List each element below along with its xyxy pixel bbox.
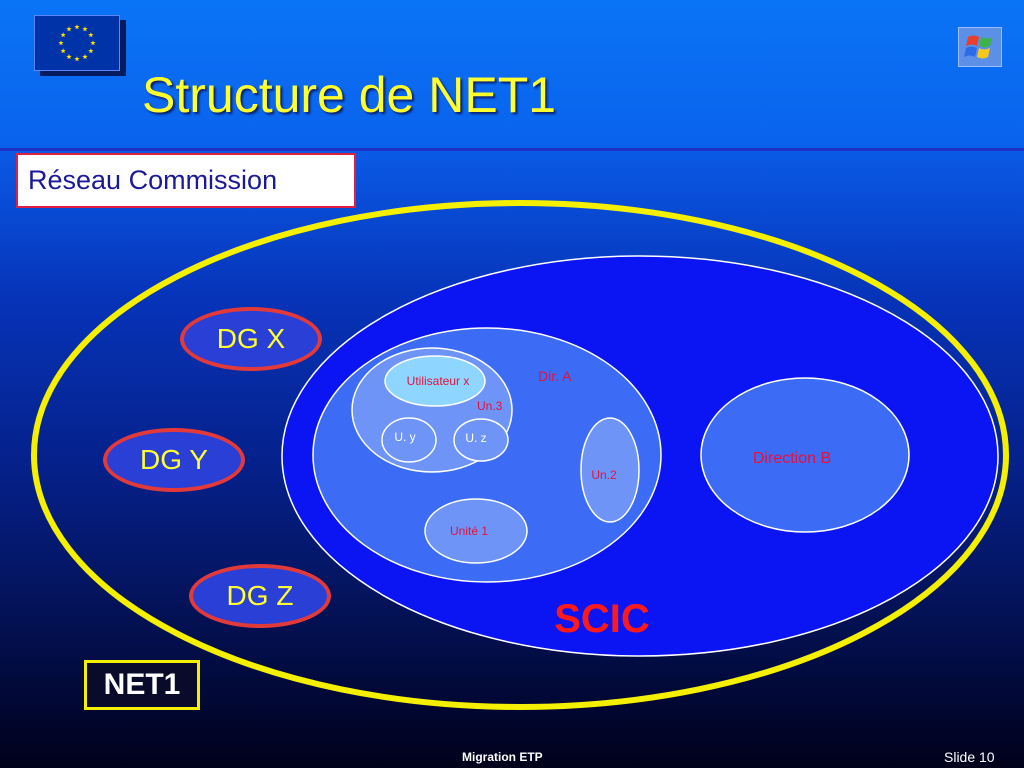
u-z-label: U. z (465, 431, 486, 445)
header-band (0, 0, 1024, 148)
footer-presentation-title: Migration ETP (462, 750, 543, 764)
utilisateur-x-label: Utilisateur x (407, 374, 470, 388)
scic-label: SCIC (554, 597, 650, 641)
eu-star-icon (60, 48, 66, 54)
windows-flag-graphic (964, 35, 992, 59)
u-y-ellipse (381, 417, 437, 463)
eu-star-icon (82, 26, 88, 32)
eu-flag-icon (34, 15, 120, 71)
eu-star-icon (90, 40, 96, 46)
windows-logo-icon (958, 27, 1002, 67)
eu-star-icon (88, 48, 94, 54)
reseau-commission-box: Réseau Commission (16, 153, 356, 208)
u-y-label: U. y (394, 430, 415, 444)
unite-1-label: Unité 1 (450, 524, 488, 538)
u-z-ellipse (453, 418, 509, 462)
net1-box: NET1 (84, 660, 200, 710)
eu-star-icon (88, 32, 94, 38)
direction-b-ellipse (700, 377, 910, 533)
dg-z-ellipse: DG Z (189, 564, 331, 628)
net1-outer-ring (31, 200, 1009, 710)
eu-star-icon (66, 26, 72, 32)
eu-star-icon (60, 32, 66, 38)
eu-star-icon (74, 24, 80, 30)
eu-star-icon (74, 56, 80, 62)
utilisateur-x-ellipse (384, 355, 486, 407)
slide-title: Structure de NET1 (142, 67, 557, 123)
footer-slide-number: Slide 10 (944, 749, 995, 765)
dir-a-label: Dir. A (538, 368, 572, 384)
eu-star-icon (58, 40, 64, 46)
eu-star-icon (82, 54, 88, 60)
header-divider (0, 148, 1024, 151)
un2-label: Un.2 (591, 468, 617, 482)
eu-star-icon (66, 54, 72, 60)
un2-ellipse (580, 417, 640, 523)
direction-b-label: Direction B (753, 450, 831, 467)
unite-1-ellipse (424, 498, 528, 564)
un3-label: Un.3 (477, 399, 503, 413)
dg-y-ellipse: DG Y (103, 428, 245, 492)
dg-x-ellipse: DG X (180, 307, 322, 371)
eu-stars-graphic (58, 24, 96, 62)
